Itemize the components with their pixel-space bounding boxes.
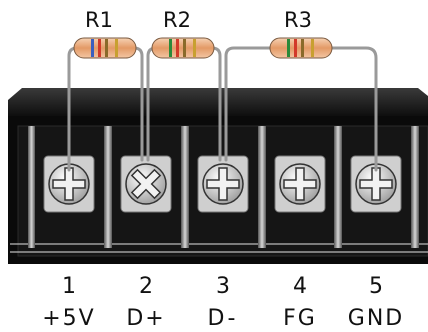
terminal-3: [197, 155, 249, 213]
terminal-4: [274, 155, 326, 213]
separator: [104, 126, 112, 248]
color-band: [105, 39, 108, 57]
pin-name-2: D+: [126, 306, 165, 331]
phillips-cross-icon: [359, 167, 393, 201]
pin-name-5: GND: [348, 306, 404, 331]
terminal-separators: [28, 126, 419, 248]
pin-name-4: FG: [283, 306, 317, 331]
resistor-label-r2: R2: [163, 8, 191, 32]
resistor-r2: [151, 37, 215, 59]
phillips-cross-icon: [52, 167, 86, 201]
resistor-r3: [269, 37, 333, 59]
color-band: [98, 39, 101, 57]
pin-name-1: +5V: [42, 306, 95, 331]
separator: [334, 126, 342, 248]
color-band: [311, 39, 314, 57]
color-band: [169, 39, 172, 57]
resistor-r1: [73, 37, 137, 59]
r3-left-wire: [224, 46, 274, 162]
color-band: [176, 39, 179, 57]
resistor-label-r1: R1: [85, 8, 113, 32]
pin-number-2: 2: [139, 274, 153, 299]
color-band: [183, 39, 186, 57]
color-band: [287, 39, 290, 57]
terminal-1: [43, 155, 95, 213]
pin-number-3: 3: [216, 274, 230, 299]
resistor-label-r3: R3: [284, 8, 312, 32]
pin-number-1: 1: [62, 274, 76, 299]
color-band: [115, 39, 118, 57]
terminal-5: [350, 155, 402, 213]
color-band: [193, 39, 196, 57]
phillips-cross-icon: [206, 167, 240, 201]
r3-right-wire: [328, 46, 378, 172]
separator: [258, 126, 266, 248]
separator: [28, 126, 35, 248]
terminal-block-top: [8, 88, 428, 118]
separator: [181, 126, 189, 248]
phillips-cross-icon: [283, 167, 317, 201]
pin-number-4: 4: [293, 274, 307, 299]
phillips-cross-icon: [130, 168, 162, 200]
pin-name-3: D-: [208, 306, 239, 331]
separator: [411, 126, 419, 248]
color-band: [91, 39, 94, 57]
terminal-2: [120, 155, 172, 213]
color-band: [294, 39, 297, 57]
pin-number-5: 5: [369, 274, 383, 299]
color-band: [301, 39, 304, 57]
